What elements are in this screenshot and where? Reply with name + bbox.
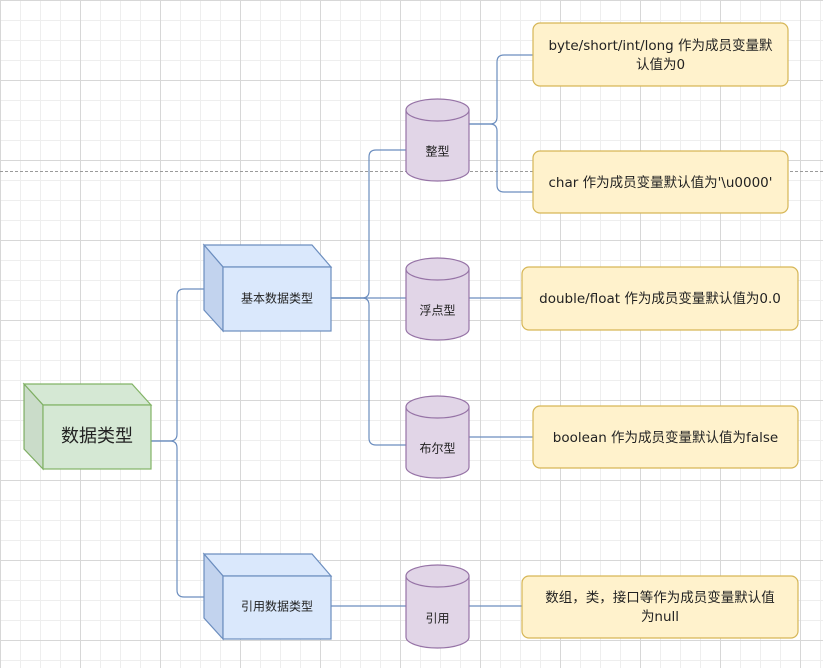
float-cylinder[interactable]: 浮点型 xyxy=(405,257,470,341)
primitive-node[interactable]: 基本数据类型 xyxy=(202,243,333,333)
edge-root-primitive xyxy=(151,288,204,442)
float-note-text: double/float 作为成员变量默认值为0.0 xyxy=(539,291,781,307)
integer-note[interactable]: byte/short/int/long 作为成员变量默 认值为0 xyxy=(532,22,789,87)
float-label: 浮点型 xyxy=(419,304,455,318)
edge-integer-note xyxy=(469,54,533,125)
integer-note-line1: byte/short/int/long 作为成员变量默 xyxy=(548,38,773,54)
reference-type-label: 引用 xyxy=(425,612,449,626)
char-note[interactable]: char 作为成员变量默认值为'\u0000' xyxy=(532,150,789,214)
integer-label: 整型 xyxy=(425,144,449,159)
integer-note-line2: 认值为0 xyxy=(636,57,685,73)
boolean-label: 布尔型 xyxy=(419,441,455,456)
integer-cylinder[interactable]: 整型 xyxy=(405,98,470,182)
char-note-text: char 作为成员变量默认值为'\u0000' xyxy=(549,175,773,191)
reference-note-line1: 数组，类，接口等作为成员变量默认值 xyxy=(545,589,775,606)
edge-root-reference xyxy=(151,440,204,598)
root-node[interactable]: 数据类型 xyxy=(22,382,153,471)
edge-primitive-boolean xyxy=(331,297,406,446)
float-note[interactable]: double/float 作为成员变量默认值为0.0 xyxy=(521,266,799,331)
root-label: 数据类型 xyxy=(61,426,133,447)
boolean-note-text: boolean 作为成员变量默认值为false xyxy=(553,430,778,446)
reference-node[interactable]: 引用数据类型 xyxy=(202,552,333,641)
reference-note-line2: 为null xyxy=(641,609,679,625)
edge-primitive-integer xyxy=(331,149,406,299)
connectors xyxy=(151,54,533,607)
boolean-cylinder[interactable]: 布尔型 xyxy=(405,395,470,479)
boolean-note[interactable]: boolean 作为成员变量默认值为false xyxy=(532,405,799,469)
primitive-label: 基本数据类型 xyxy=(241,291,313,306)
reference-cylinder[interactable]: 引用 xyxy=(405,564,470,649)
edge-integer-char xyxy=(469,123,533,193)
reference-note[interactable]: 数组，类，接口等作为成员变量默认值 为null xyxy=(521,575,799,639)
reference-label: 引用数据类型 xyxy=(241,599,313,614)
